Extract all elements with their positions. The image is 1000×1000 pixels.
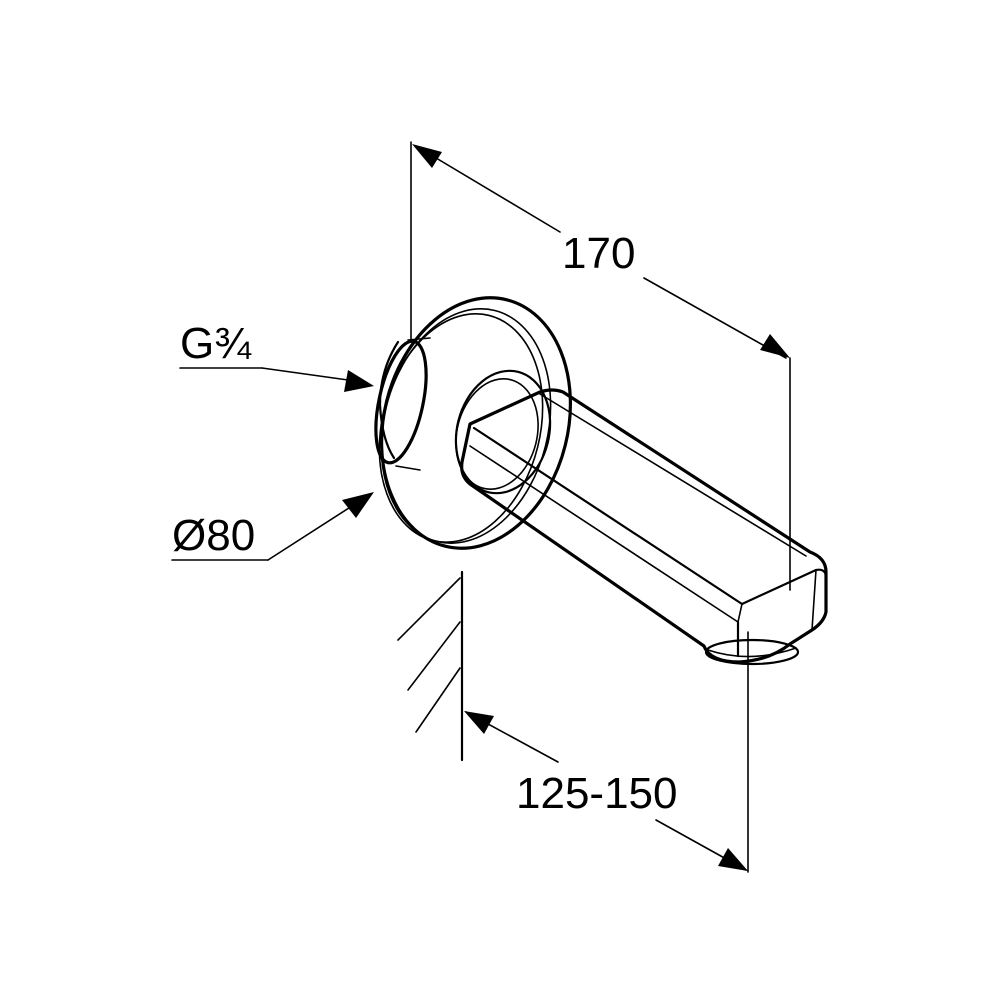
wall-hatch (397, 570, 464, 762)
dimension-label-length: 170 (562, 229, 635, 278)
spout-body (460, 388, 828, 666)
thread-label: G¾ (180, 319, 252, 368)
rosette (378, 296, 573, 550)
leader-rosette-diameter (171, 492, 374, 561)
dimension-label-projection: 125-150 (516, 769, 677, 818)
dimension-170 (410, 141, 791, 591)
dimension-125-150 (464, 631, 749, 873)
leader-thread (179, 367, 374, 392)
thread-connector (374, 337, 431, 471)
rosette-diameter-label: Ø80 (172, 511, 255, 560)
